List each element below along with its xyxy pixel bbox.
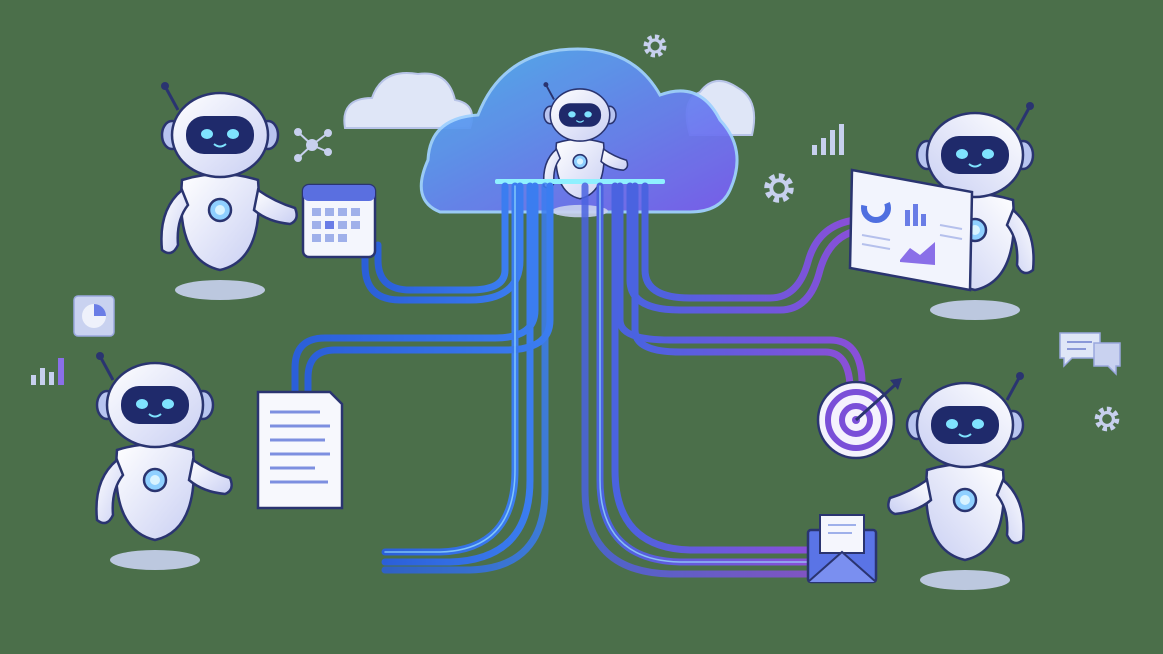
gear-icon: [1097, 409, 1116, 428]
robot-top-left: [159, 80, 299, 302]
gear-icon: [767, 176, 790, 199]
robot-bottom-right: [886, 370, 1026, 592]
robot-bottom-left: [94, 350, 234, 572]
bar-chart-icon: [812, 124, 844, 155]
network-icon: [294, 128, 332, 162]
pie-chart-icon: [73, 295, 115, 337]
calendar-icon: [301, 183, 377, 259]
data-cables: [291, 182, 866, 578]
bar-chart-icon: [31, 358, 64, 385]
gear-icon: [646, 37, 664, 55]
chat-bubbles-icon: [1059, 332, 1121, 376]
document-icon: [256, 390, 344, 510]
envelope-icon: [806, 514, 878, 584]
dashboard-tablet-icon: [848, 168, 974, 292]
target-icon: [816, 378, 902, 460]
light-cloud-left: [343, 72, 474, 129]
cloud-glow-bar: [495, 179, 665, 184]
